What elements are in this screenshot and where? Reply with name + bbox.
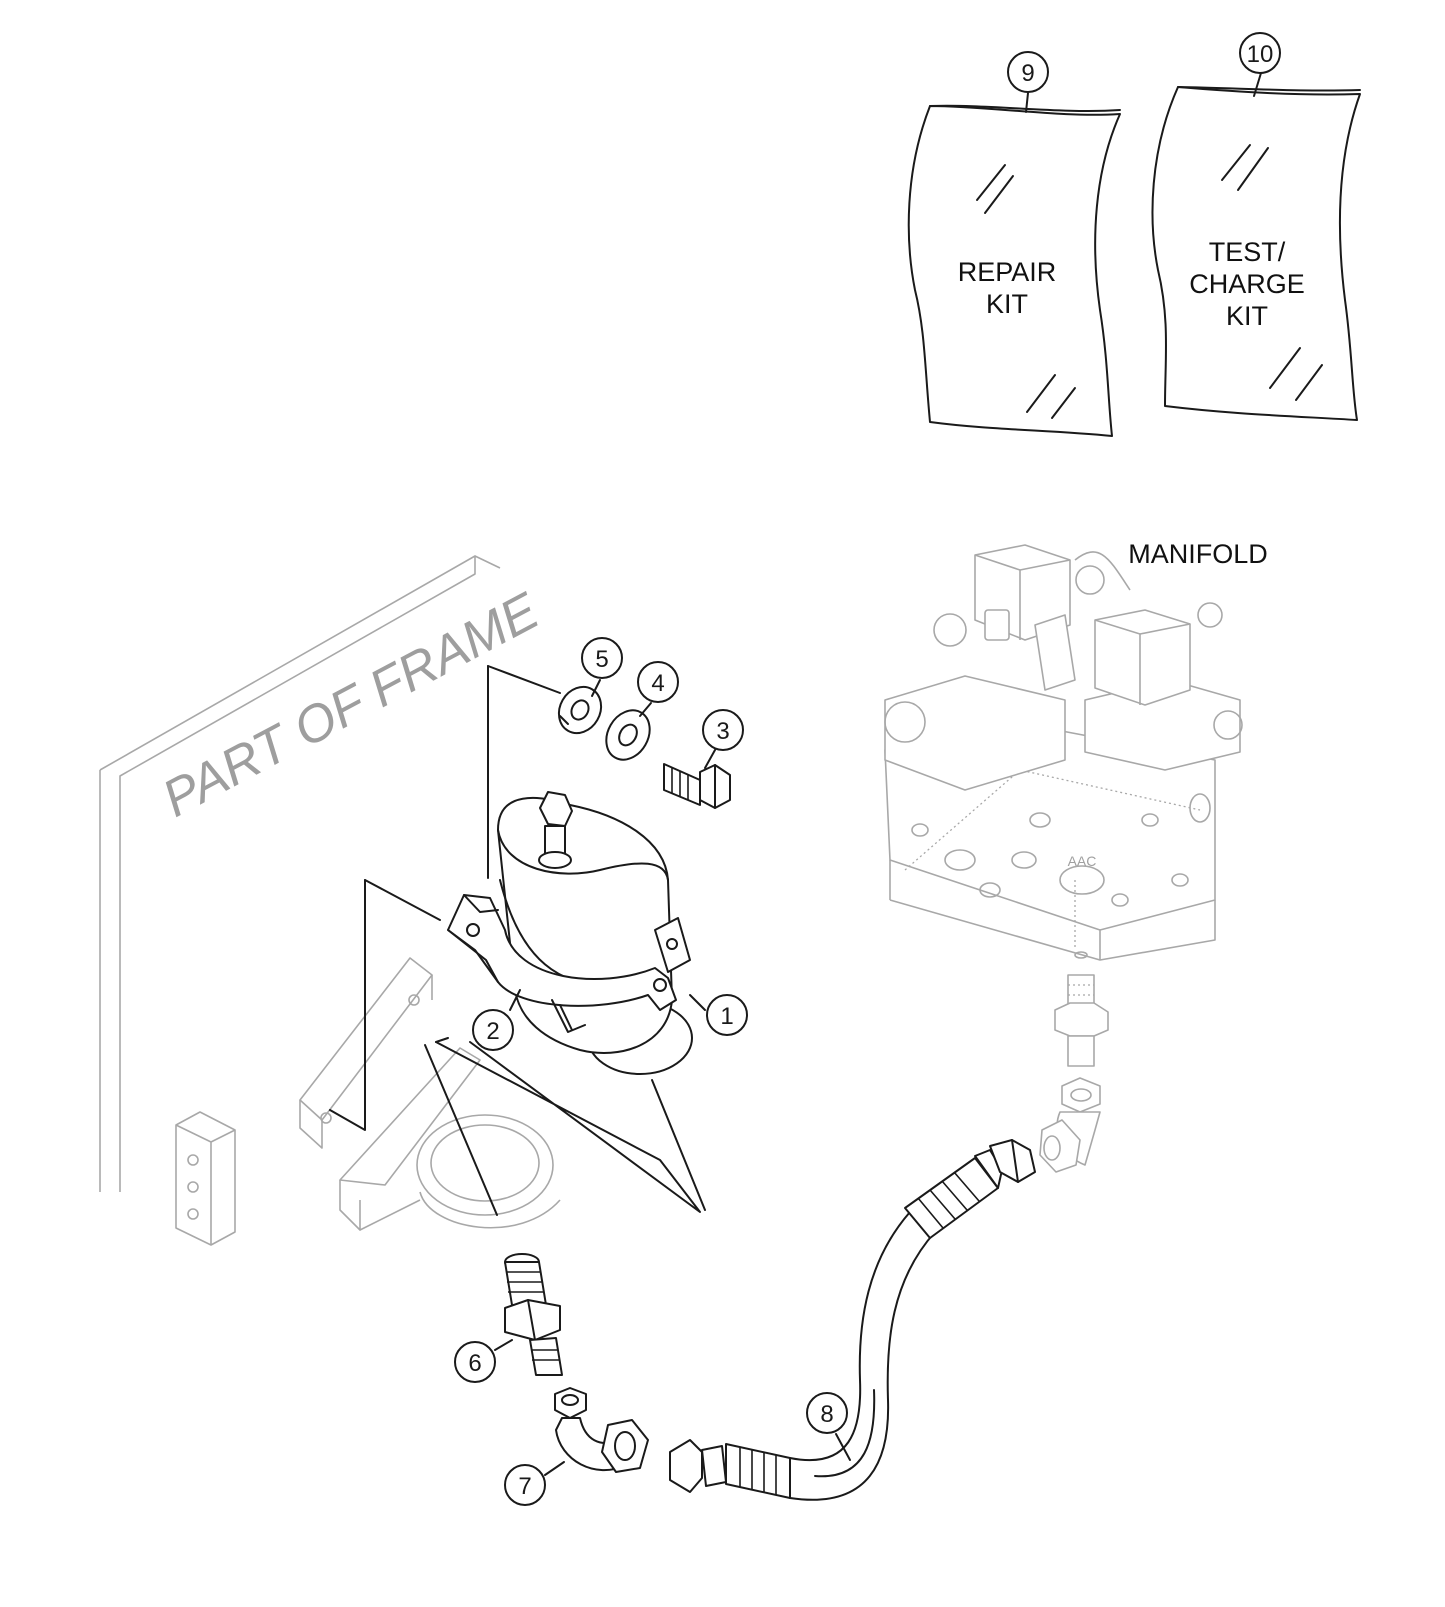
callout-2: 2 bbox=[472, 1009, 514, 1051]
svg-text:4: 4 bbox=[651, 670, 664, 697]
svg-text:7: 7 bbox=[518, 1473, 531, 1500]
manifold-adapter bbox=[1054, 951, 1109, 1067]
callout-leaders bbox=[494, 72, 1262, 1476]
callout-8: 8 bbox=[806, 1392, 848, 1434]
test-charge-kit-label-line3: KIT bbox=[1226, 301, 1268, 331]
svg-text:8: 8 bbox=[820, 1401, 833, 1428]
lock-washer bbox=[557, 685, 603, 735]
flat-washer bbox=[605, 709, 651, 761]
cap-screw bbox=[663, 763, 731, 809]
test-charge-kit-label-line1: TEST/ bbox=[1209, 237, 1286, 267]
repair-kit-bag: REPAIR KIT bbox=[907, 104, 1121, 437]
svg-text:6: 6 bbox=[468, 1350, 481, 1377]
repair-kit-label-line1: REPAIR bbox=[958, 257, 1057, 287]
svg-text:10: 10 bbox=[1247, 41, 1274, 68]
frame-block bbox=[175, 1111, 236, 1246]
callout-4: 4 bbox=[637, 661, 679, 703]
repair-kit-label-line2: KIT bbox=[986, 289, 1028, 319]
svg-text:1: 1 bbox=[720, 1003, 733, 1030]
svg-text:3: 3 bbox=[716, 718, 729, 745]
hydraulic-hose bbox=[669, 1139, 1036, 1501]
callout-7: 7 bbox=[504, 1464, 546, 1506]
test-charge-kit-bag: TEST/ CHARGE KIT bbox=[1151, 86, 1361, 421]
svg-text:9: 9 bbox=[1021, 60, 1034, 87]
callout-9: 9 bbox=[1007, 51, 1049, 93]
callout-6: 6 bbox=[454, 1341, 496, 1383]
svg-text:5: 5 bbox=[595, 646, 608, 673]
callout-10: 10 bbox=[1239, 32, 1281, 74]
callout-5: 5 bbox=[581, 637, 623, 679]
callout-1: 1 bbox=[706, 994, 748, 1036]
test-charge-kit-label-line2: CHARGE bbox=[1189, 269, 1305, 299]
aac-port-label: AAC bbox=[1068, 853, 1097, 869]
svg-text:2: 2 bbox=[486, 1018, 499, 1045]
elbow-fitting bbox=[554, 1387, 649, 1473]
callout-3: 3 bbox=[702, 709, 744, 751]
explode-lines bbox=[329, 665, 706, 1216]
accumulator-clamp bbox=[447, 894, 691, 1033]
adapter-fitting bbox=[504, 1253, 563, 1376]
manifold-label: MANIFOLD bbox=[1128, 539, 1268, 569]
manifold-assembly: AAC MANIFOLD bbox=[884, 539, 1268, 961]
manifold-elbow bbox=[1039, 1077, 1101, 1173]
clamp-base bbox=[339, 1047, 561, 1231]
